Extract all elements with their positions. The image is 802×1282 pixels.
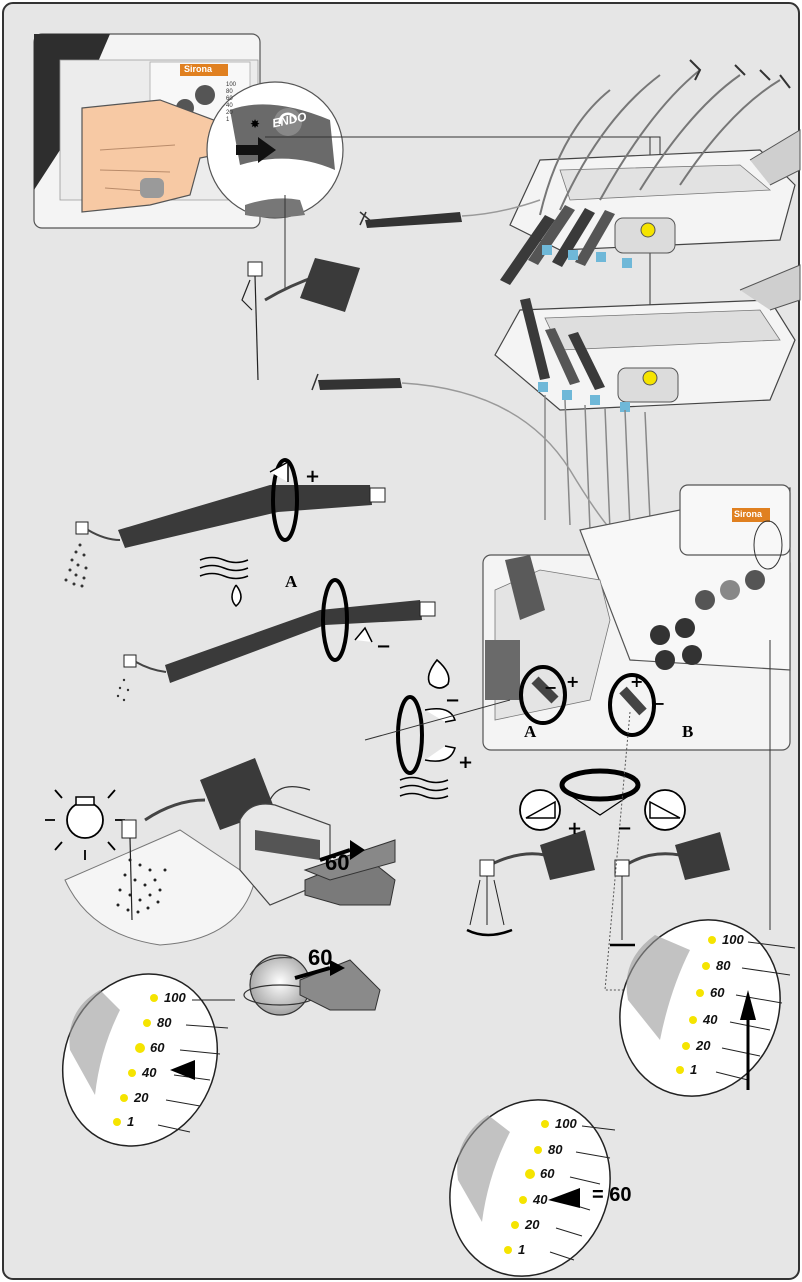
minus-symbol-knob-b: − xyxy=(652,694,665,713)
scale-left-100: 100 xyxy=(164,990,186,1005)
plus-symbol-handpiece: + xyxy=(305,466,320,487)
minus-symbol-water: − xyxy=(445,690,460,711)
plus-symbol-water: + xyxy=(458,752,473,773)
panel-scale-small-100: 100 xyxy=(226,82,248,89)
minus-symbol-knob-a: − xyxy=(544,678,557,697)
panel-scale-small-80: 80 xyxy=(226,89,248,96)
plus-symbol-knob-b: + xyxy=(630,672,643,691)
pedal-value-1: 60 xyxy=(325,850,349,876)
panel-scale-small-20: 20 xyxy=(226,110,248,117)
panel-scale-small-1: 1 xyxy=(226,117,248,124)
scale-right-60: 60 xyxy=(710,985,724,1000)
scale-right-80: 80 xyxy=(716,958,730,973)
label-a-panel: A xyxy=(524,722,536,742)
minus-symbol-handpiece: − xyxy=(376,636,391,657)
result-value: = 60 xyxy=(592,1184,631,1207)
scale-left-80: 80 xyxy=(157,1015,171,1030)
scale-right-20: 20 xyxy=(696,1038,710,1053)
panel-scale-small-40: 40 xyxy=(226,103,248,110)
pedal-value-2: 60 xyxy=(308,945,332,971)
brand-label-panel: Sirona xyxy=(734,509,762,519)
scale-bottom-60: 60 xyxy=(540,1166,554,1181)
plus-symbol-knob-a: + xyxy=(566,672,579,691)
minus-symbol-power: − xyxy=(617,818,632,839)
plus-symbol-power: + xyxy=(567,818,582,839)
scale-left-1: 1 xyxy=(127,1114,134,1129)
label-b-panel: B xyxy=(682,722,693,742)
scale-bottom-80: 80 xyxy=(548,1142,562,1157)
scale-right-100: 100 xyxy=(722,932,744,947)
scale-left-20: 20 xyxy=(134,1090,148,1105)
scale-bottom-100: 100 xyxy=(555,1116,577,1131)
scale-right-40: 40 xyxy=(703,1012,717,1027)
scale-bottom-20: 20 xyxy=(525,1217,539,1232)
scale-left-40: 40 xyxy=(142,1065,156,1080)
scale-right-1: 1 xyxy=(690,1062,697,1077)
panel-scale-small-60: 60 xyxy=(226,96,248,103)
scale-bottom-1: 1 xyxy=(518,1242,525,1257)
brand-label-inset: Sirona xyxy=(184,64,212,74)
scale-left-60: 60 xyxy=(150,1040,164,1055)
panel-scale-small: 100 80 60 40 20 1 xyxy=(226,82,248,124)
label-a-handpiece: A xyxy=(285,572,297,592)
svg-text:✸: ✸ xyxy=(250,117,260,131)
scale-bottom-40: 40 xyxy=(533,1192,547,1207)
